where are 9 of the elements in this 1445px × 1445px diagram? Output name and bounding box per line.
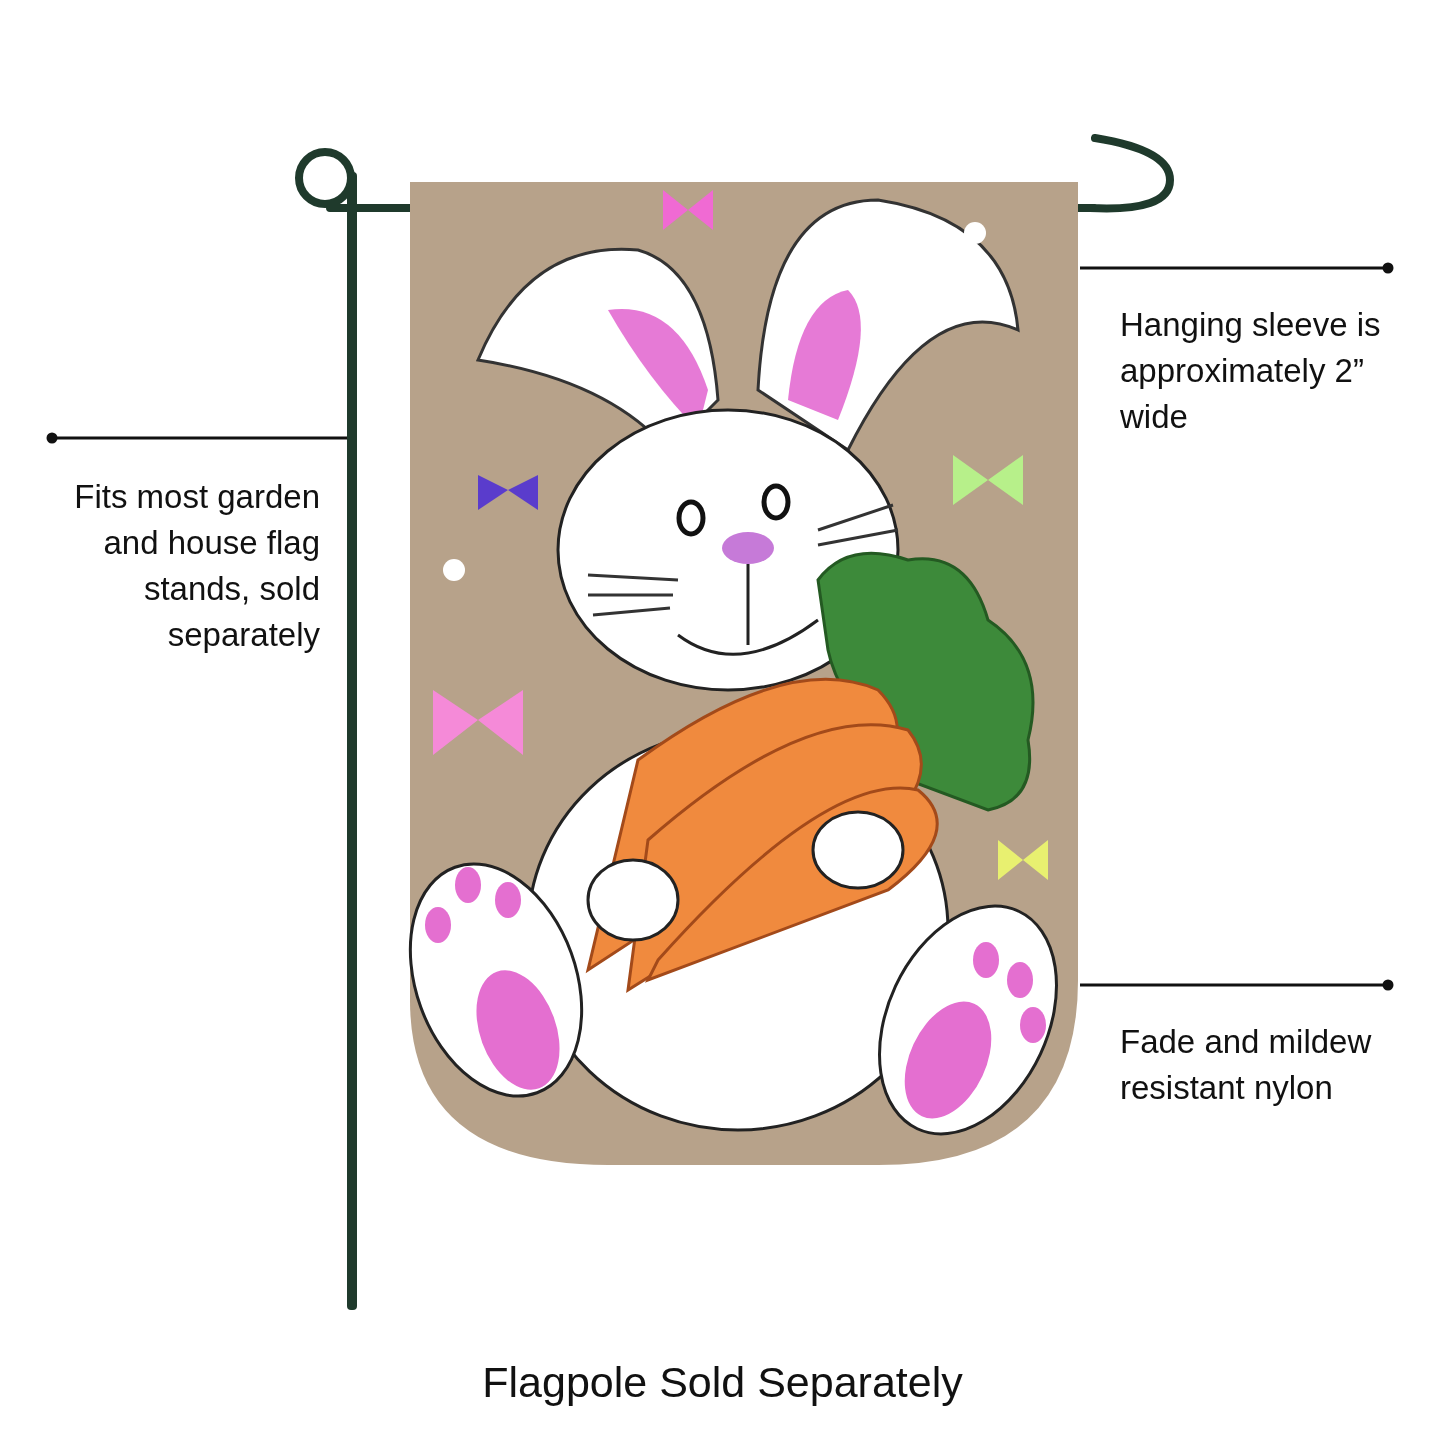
leader-line: [1080, 979, 1394, 991]
callout-text: Fits most garden and house flag stands, sold separately: [73, 477, 320, 655]
flag-stand-pole: [347, 172, 357, 1310]
leader-line: [46, 432, 347, 444]
garden-flag-drawing: [408, 180, 1080, 1168]
caption: Flagpole Sold Separately: [482, 1357, 963, 1408]
callout-text: Fade and mildew resistant nylon: [1120, 1022, 1373, 1108]
leader-line: [1080, 262, 1394, 274]
callout-text: Hanging sleeve is approximately 2” wide: [1120, 305, 1382, 437]
